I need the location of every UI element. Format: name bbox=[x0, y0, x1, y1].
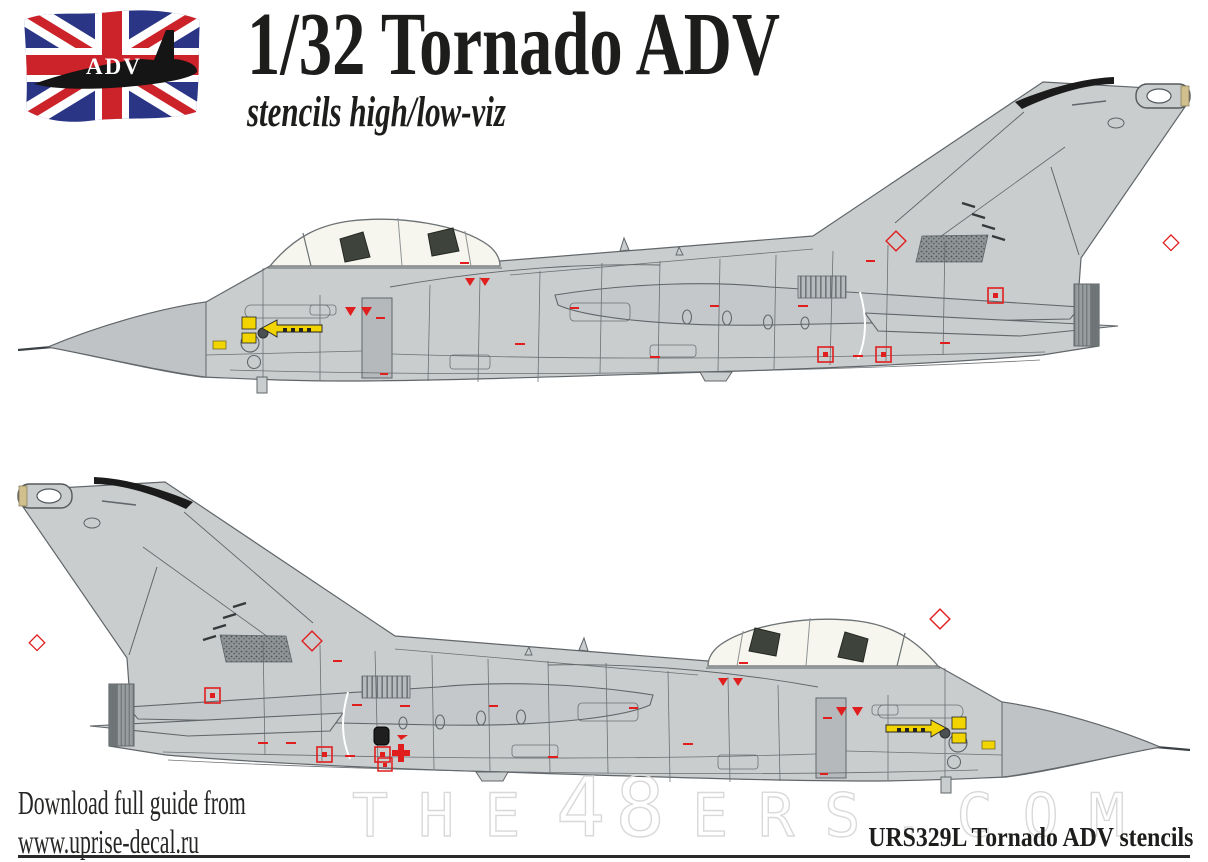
adv-flag-logo: ADV bbox=[24, 10, 200, 122]
page-subtitle: stencils high/low-viz bbox=[247, 89, 506, 136]
watermark: THE 48 ERS.COM bbox=[352, 761, 1155, 856]
aircraft-profile-bottom bbox=[16, 475, 1192, 795]
download-note-line1: Download full guide from bbox=[18, 785, 246, 822]
bottom-profile-extra-stencils bbox=[286, 608, 951, 772]
aircraft-profile-top bbox=[16, 75, 1192, 395]
product-code: URS329L Tornado ADV stencils bbox=[867, 822, 1193, 852]
download-note: Download full guide from www.uprise-deca… bbox=[18, 784, 246, 862]
tornado-silhouette-icon bbox=[34, 30, 198, 89]
logo-label: ADV bbox=[86, 54, 142, 79]
page-title: 1/32 Tornado ADV bbox=[247, 0, 780, 94]
bottom-rule bbox=[18, 855, 1190, 858]
